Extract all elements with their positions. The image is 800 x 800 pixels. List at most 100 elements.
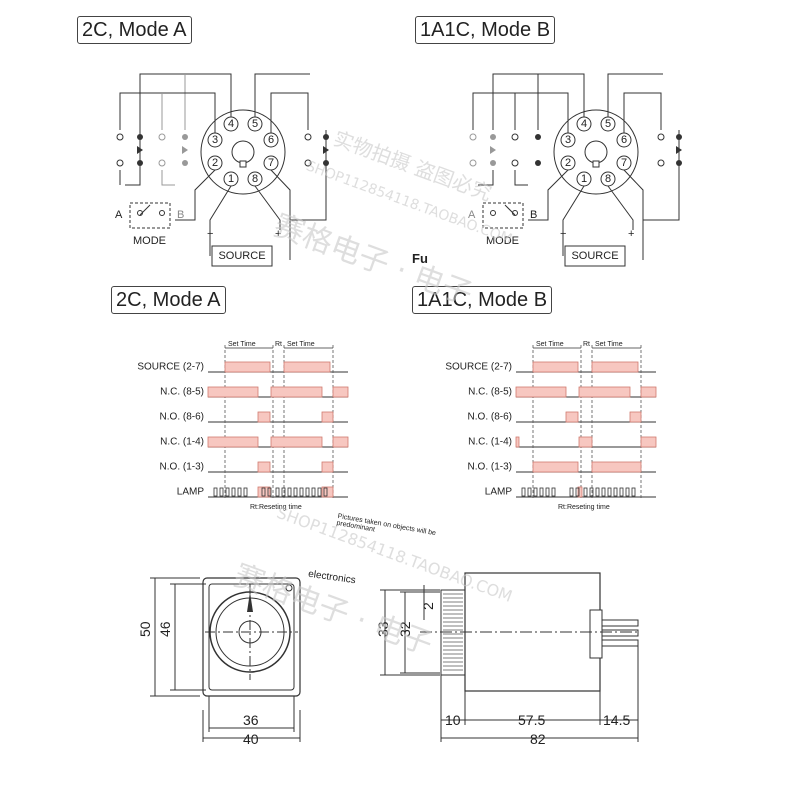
- dim-side-32: 32: [397, 621, 413, 637]
- set-time-label: Set Time: [595, 341, 623, 348]
- source-plus: +: [628, 228, 634, 240]
- title-top-right: 1A1C, Mode B: [415, 16, 556, 44]
- dim-side-2: 2: [420, 602, 436, 610]
- mode-label: MODE: [486, 235, 519, 247]
- switch-b-label: B: [530, 209, 537, 221]
- svg-text:6: 6: [621, 134, 627, 146]
- timing-pulse: [207, 436, 259, 448]
- set-time-label: Set Time: [287, 341, 315, 348]
- source-minus: −: [207, 228, 213, 240]
- svg-text:8: 8: [605, 173, 611, 185]
- timing-pulse: [532, 361, 579, 373]
- timing-row-label: N.O. (1-3): [468, 462, 512, 473]
- dimension-side-view: 33 32 2 10 57.5 14.5 82: [375, 572, 640, 747]
- svg-text:7: 7: [268, 157, 274, 169]
- source-plus: +: [275, 228, 281, 240]
- source-label: SOURCE: [218, 250, 265, 262]
- timing-pulse: [515, 386, 567, 398]
- timing-pulse: [578, 386, 631, 398]
- pin-8: 8: [247, 171, 263, 187]
- pin-5: 5: [600, 116, 616, 132]
- timing-row-label: SOURCE (2-7): [445, 362, 512, 373]
- rt-label: Rt: [275, 341, 282, 348]
- timing-pulse: [321, 411, 334, 423]
- source-label: SOURCE: [571, 250, 618, 262]
- svg-text:6: 6: [268, 134, 274, 146]
- timing-pulse: [640, 436, 657, 448]
- pin-3: 3: [560, 132, 576, 148]
- timing-pulse: [270, 386, 323, 398]
- pin-1: 1: [223, 171, 239, 187]
- timing-pulse: [207, 386, 259, 398]
- timing-row-label: N.O. (1-3): [160, 462, 204, 473]
- timing-pulse: [591, 361, 639, 373]
- fu-label: Fu: [412, 251, 428, 266]
- mode-switch-box: [129, 202, 171, 229]
- timing-chart-right: SOURCE (2-7)N.C. (8-5)N.O. (8-6)N.C. (1-…: [445, 341, 657, 511]
- timing-pulse: [321, 461, 334, 473]
- pin-6: 6: [263, 132, 279, 148]
- pin-2: 2: [207, 155, 223, 171]
- svg-text:3: 3: [212, 134, 218, 146]
- timing-pulse: [629, 411, 642, 423]
- timing-row-label: SOURCE (2-7): [137, 362, 204, 373]
- side-pin: [601, 619, 639, 627]
- dim-side-57-5: 57.5: [518, 712, 545, 728]
- pin-4: 4: [223, 116, 239, 132]
- timing-pulse: [578, 436, 593, 448]
- pin-3: 3: [207, 132, 223, 148]
- timing-pulse: [257, 411, 271, 423]
- svg-text:1: 1: [228, 173, 234, 185]
- timing-row-label: N.O. (8-6): [160, 412, 204, 423]
- pin-7: 7: [616, 155, 632, 171]
- timing-footer: Rt:Reseting time: [558, 504, 610, 511]
- svg-text:5: 5: [605, 118, 611, 130]
- title-mid-left: 2C, Mode A: [111, 286, 226, 314]
- set-time-label: Set Time: [228, 341, 256, 348]
- timing-pulse: [565, 411, 579, 423]
- pin-4: 4: [576, 116, 592, 132]
- svg-text:7: 7: [621, 157, 627, 169]
- timing-chart-left: SOURCE (2-7)N.C. (8-5)N.O. (8-6)N.C. (1-…: [137, 341, 349, 511]
- dim-side-14-5: 14.5: [603, 712, 630, 728]
- timing-pulse: [332, 436, 349, 448]
- title-top-left: 2C, Mode A: [77, 16, 192, 44]
- timing-row-label: N.O. (8-6): [468, 412, 512, 423]
- dim-front-width-outer: 40: [243, 731, 259, 747]
- timing-row-label: N.C. (8-5): [468, 387, 512, 398]
- svg-text:4: 4: [228, 118, 234, 130]
- timing-pulse: [640, 386, 657, 398]
- pin-1: 1: [576, 171, 592, 187]
- source-box: [211, 245, 273, 267]
- switch-a-label: A: [115, 209, 123, 221]
- set-time-label: Set Time: [536, 341, 564, 348]
- dim-side-10: 10: [445, 712, 461, 728]
- switch-b-label: B: [177, 209, 184, 221]
- svg-text:2: 2: [212, 157, 218, 169]
- title-mid-right: 1A1C, Mode B: [412, 286, 553, 314]
- pin-7: 7: [263, 155, 279, 171]
- dim-front-width-inner: 36: [243, 712, 259, 728]
- timing-pulse: [270, 436, 323, 448]
- timing-pulse: [591, 461, 642, 473]
- pin-5: 5: [247, 116, 263, 132]
- svg-text:3: 3: [565, 134, 571, 146]
- wiring-diagram-right: 4 5 3 6 2 7 1 8 A B MODE SOURC: [468, 73, 682, 267]
- timing-row-label: LAMP: [485, 487, 513, 498]
- wiring-diagram-left: 4 5 3 6 2 7 1 8 A: [115, 73, 329, 267]
- switch-a-label: A: [468, 209, 476, 221]
- timing-pulse: [532, 461, 579, 473]
- mode-label: MODE: [133, 235, 166, 247]
- timing-row-label: N.C. (8-5): [160, 387, 204, 398]
- timing-row-label: LAMP: [177, 487, 205, 498]
- dim-side-33: 33: [375, 621, 391, 637]
- dim-front-height-inner: 46: [157, 621, 173, 637]
- timing-pulse: [224, 361, 271, 373]
- pin-2: 2: [560, 155, 576, 171]
- socket-key: [231, 140, 255, 164]
- svg-text:5: 5: [252, 118, 258, 130]
- timing-pulse: [515, 436, 520, 448]
- svg-text:1: 1: [581, 173, 587, 185]
- dim-side-82: 82: [530, 731, 546, 747]
